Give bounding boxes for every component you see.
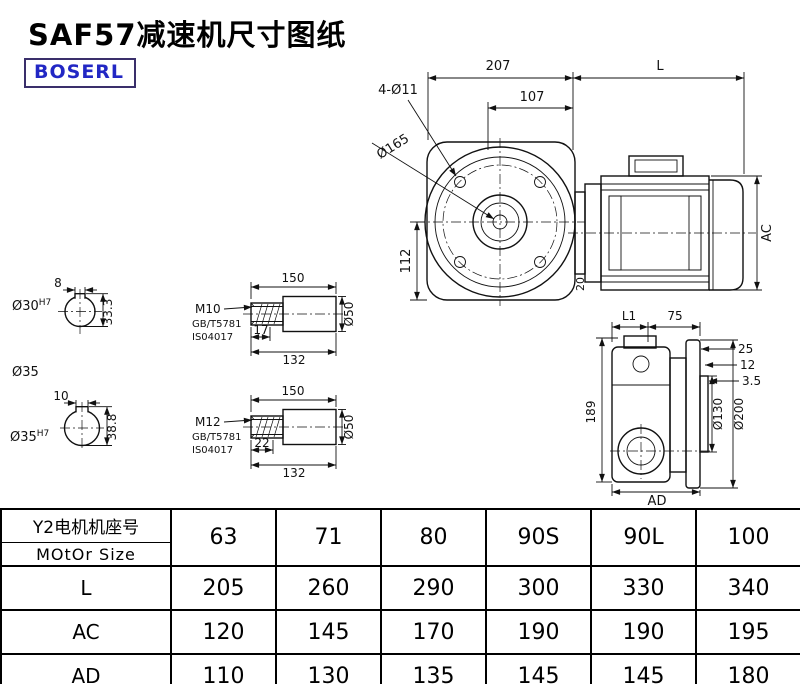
bore-tolerance: H7: [37, 429, 50, 439]
bore-value: Ø30: [12, 299, 39, 314]
dim-132: 132: [283, 466, 306, 480]
table-row: Y2电机机座号 MOtOr Size 63 71 80 90S 90L 100: [0, 508, 800, 567]
bore-tolerance: H7: [39, 298, 52, 308]
dim-dia-50: Ø50: [342, 415, 356, 440]
table-cell: 340: [695, 565, 800, 611]
table-cell: 135: [380, 653, 487, 684]
dim-L: L: [656, 59, 664, 74]
dim-bolt-holes: 4-Ø11: [378, 83, 418, 98]
dim-key-height-38-8: 38.8: [105, 414, 119, 441]
table-cell: 110: [170, 653, 277, 684]
dim-12: 12: [740, 358, 755, 372]
table-cell: 100: [695, 508, 800, 567]
side-view: [610, 335, 712, 489]
bolt-hole: [454, 256, 466, 268]
motor-size-table: Y2电机机座号 MOtOr Size 63 71 80 90S 90L 100 …: [0, 508, 800, 684]
standard-iso: IS04017: [192, 445, 233, 456]
table-cell: 170: [380, 609, 487, 655]
brand-logo-text: BOSERL: [34, 61, 125, 83]
dim-75: 75: [667, 309, 682, 323]
main-view: [415, 138, 756, 306]
dim-132: 132: [283, 353, 306, 367]
standard-iso: IS04017: [192, 332, 233, 343]
table-cell: 190: [485, 609, 592, 655]
table-header-cn: Y2电机机座号: [2, 510, 170, 543]
table-cell: 120: [170, 609, 277, 655]
table-header-motor-size: Y2电机机座号 MOtOr Size: [0, 508, 172, 567]
table-header-en: MOtOr Size: [36, 545, 136, 564]
shaft-thread: [250, 415, 284, 439]
dim-bore-35: Ø35H7: [10, 429, 49, 445]
dim-key-height-33-3: 33.3: [101, 299, 115, 326]
mounting-flange: [685, 339, 701, 489]
shaft-end-view-1: 150 M10 GB/T5781 IS04017 17 132 Ø50: [192, 271, 356, 367]
dim-22: 22: [254, 436, 269, 450]
dim-dia-50: Ø50: [342, 302, 356, 327]
standard-gb: GB/T5781: [192, 432, 242, 443]
row-label: L: [0, 565, 172, 611]
dim-207: 207: [486, 59, 511, 74]
table-cell: 71: [275, 508, 382, 567]
dim-AD: AD: [648, 494, 667, 508]
table-cell: 145: [485, 653, 592, 684]
table-cell: 300: [485, 565, 592, 611]
thread-label-m12: M12: [195, 415, 221, 429]
table-row: AC 120 145 170 190 190 195: [0, 609, 800, 655]
dim-flange-dia: Ø165: [374, 131, 412, 162]
brand-logo: BOSERL: [24, 58, 137, 88]
side-view-dimensions: L1 75 25 12 3.5 189 Ø130 Ø200 AD: [584, 309, 761, 508]
table-cell: 63: [170, 508, 277, 567]
table-row: L 205 260 290 300 330 340: [0, 565, 800, 611]
table-cell: 190: [590, 609, 697, 655]
bore-label-35: Ø35: [12, 365, 39, 380]
row-label: AD: [0, 653, 172, 684]
page-title: SAF57减速机尺寸图纸: [28, 18, 347, 52]
dim-20: 20: [574, 277, 587, 291]
table-cell: 195: [695, 609, 800, 655]
table-cell: 180: [695, 653, 800, 684]
flange-spigot: [699, 375, 709, 453]
table-cell: 260: [275, 565, 382, 611]
table-cell: 80: [380, 508, 487, 567]
dim-key-width-10: 10: [53, 389, 68, 403]
standard-gb: GB/T5781: [192, 319, 242, 330]
table-cell: 145: [275, 609, 382, 655]
dim-3-5: 3.5: [742, 374, 761, 388]
table-cell: 330: [590, 565, 697, 611]
table-cell: 130: [275, 653, 382, 684]
table-cell: 90S: [485, 508, 592, 567]
table-cell: 145: [590, 653, 697, 684]
bolt-hole: [534, 256, 546, 268]
dim-key-width-8: 8: [54, 276, 62, 290]
dim-AC: AC: [760, 224, 775, 242]
table-row: AD 110 130 135 145 145 180: [0, 653, 800, 684]
shaft-thread: [250, 302, 284, 326]
bore-section-1: 8 Ø30H7 33.3: [12, 276, 115, 334]
dim-150: 150: [282, 384, 305, 398]
shaft-end-view-2: 150 M12 GB/T5781 IS04017 22 132 Ø50: [192, 384, 356, 480]
dim-112: 112: [399, 249, 414, 274]
table-cell: 290: [380, 565, 487, 611]
dim-189: 189: [584, 401, 598, 424]
dim-25: 25: [738, 342, 753, 356]
dim-150: 150: [282, 271, 305, 285]
thread-label-m10: M10: [195, 302, 221, 316]
dim-130: Ø130: [711, 398, 725, 430]
row-label: AC: [0, 609, 172, 655]
dim-L1: L1: [622, 309, 636, 323]
bore-section-2: 10 Ø35H7 38.8: [10, 389, 119, 450]
dim-107: 107: [520, 90, 545, 105]
motor-terminal-box: [628, 155, 684, 177]
motor-fan-cowl: [709, 179, 744, 291]
table-cell: 205: [170, 565, 277, 611]
table-cell: 90L: [590, 508, 697, 567]
bore-value: Ø35: [10, 430, 37, 445]
bolt-hole: [454, 176, 466, 188]
dim-200: Ø200: [732, 398, 746, 430]
technical-drawing: 207 L 107 4-Ø11 Ø165 112 AC 20: [10, 59, 775, 508]
dim-bore-30: Ø30H7: [12, 298, 51, 314]
bolt-hole: [534, 176, 546, 188]
dim-17: 17: [253, 323, 268, 337]
